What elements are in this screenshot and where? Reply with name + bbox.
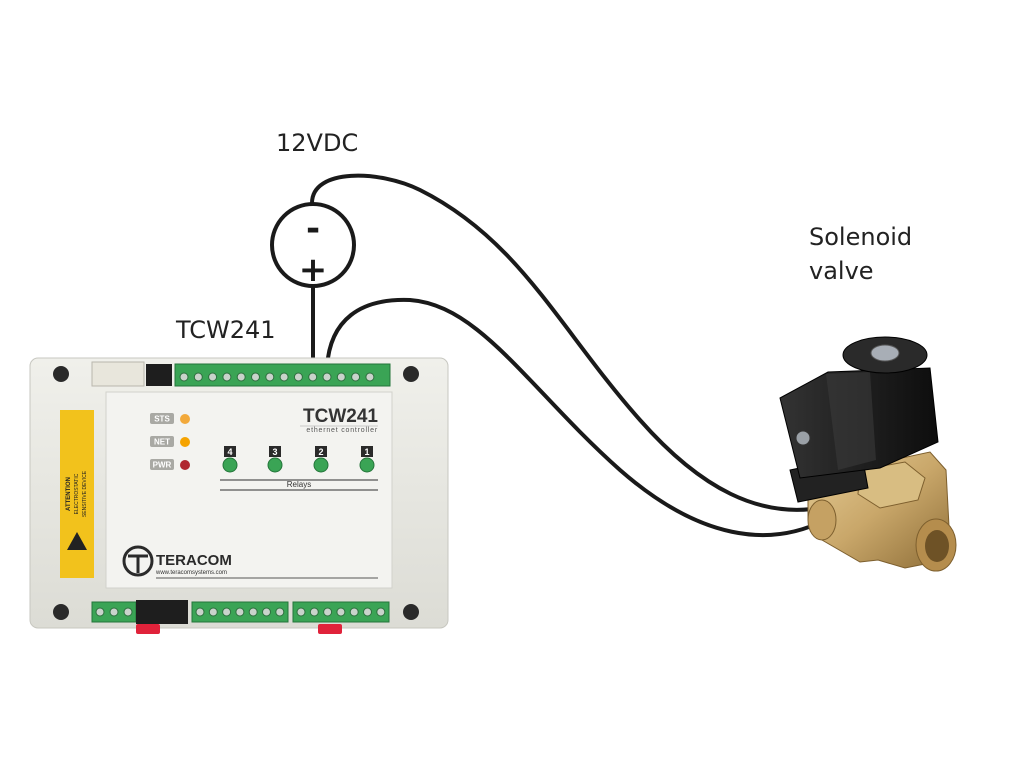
plus-sign: + (299, 250, 328, 290)
din-clip (136, 624, 160, 634)
relay-1-led (359, 457, 375, 473)
din-clip (318, 624, 342, 634)
valve-coil-screw (870, 344, 900, 362)
valve-connector-screw (795, 430, 811, 446)
relay-4: 4 (222, 446, 238, 473)
device-label: TCW241 (176, 316, 276, 344)
wire-positive (325, 297, 827, 537)
brand-website: www.teracomsystems.com (155, 570, 227, 576)
valve-hex-nut (857, 461, 926, 509)
mounting-hole (403, 366, 419, 382)
power-supply-symbol: - + (270, 202, 356, 290)
terminal-screw (308, 372, 318, 382)
terminal-screw (236, 372, 246, 382)
led-pwr-label: PWR (153, 461, 172, 470)
terminal-screw (293, 372, 303, 382)
controller-model: TCW241 (303, 406, 378, 427)
relays-label: Relays (287, 480, 311, 489)
relay-1: 1 (359, 446, 375, 473)
terminal-screw (123, 607, 133, 617)
terminal-screw (365, 372, 375, 382)
power-supply-circle (270, 202, 356, 288)
terminal-screw (179, 372, 189, 382)
led-pwr-light (180, 460, 190, 470)
relay-3-led (267, 457, 283, 473)
terminal-screw (95, 607, 105, 617)
wire-negative (310, 173, 827, 512)
relay-2: 2 (313, 446, 329, 473)
terminal-screw (109, 607, 119, 617)
relay-2-led (313, 457, 329, 473)
relay-3: 3 (267, 446, 283, 473)
terminal-screw (208, 607, 218, 617)
terminal-screw (222, 372, 232, 382)
valve-inlet-port (807, 499, 837, 541)
mounting-hole (403, 604, 419, 620)
valve-label-line-2: valve (809, 257, 874, 285)
terminal-screw (351, 372, 361, 382)
terminal-screw (235, 607, 245, 617)
terminal-screw (363, 607, 372, 617)
terminal-screw (208, 372, 218, 382)
warning-line-2: ELECTROSTATIC (74, 473, 80, 514)
terminal-screw (336, 372, 346, 382)
led-net: NET (150, 436, 190, 447)
terminal-screw (275, 607, 285, 617)
tcw241-controller: ATTENTION ELECTROSTATIC SENSITIVE DEVICE… (29, 357, 449, 634)
terminal-screw (349, 607, 359, 617)
relay-2-number: 2 (318, 447, 323, 457)
led-sts-label: STS (154, 415, 170, 424)
minus-sign: - (306, 209, 320, 249)
valve-label-line-1: Solenoid (809, 223, 913, 251)
relay-3-number: 3 (272, 447, 277, 457)
terminal-screw (323, 607, 333, 617)
esd-warning-icon (67, 532, 87, 550)
terminal-screw (336, 607, 346, 617)
terminal-screw (322, 372, 332, 382)
power-supply-label: 12VDC (276, 129, 359, 157)
teracom-logo (122, 545, 154, 577)
led-net-light (180, 437, 190, 447)
warning-line-1: ATTENTION (66, 477, 72, 511)
terminal-screw (296, 607, 306, 617)
terminal-screw (248, 607, 258, 617)
relay-4-number: 4 (227, 447, 232, 457)
relay-4-led (222, 457, 238, 473)
wires (310, 173, 827, 537)
terminal-screw (222, 607, 232, 617)
terminal-screw (195, 607, 205, 617)
terminal-screw (309, 607, 319, 617)
brand-name: TERACOM (156, 552, 232, 569)
terminal-screw (265, 372, 275, 382)
ethernet-port (91, 361, 145, 387)
warning-line-3: SENSITIVE DEVICE (82, 470, 88, 517)
controller-subtitle: ethernet controller (306, 427, 378, 434)
led-net-label: NET (154, 438, 170, 447)
led-sts-light (180, 414, 190, 424)
led-sts: STS (150, 413, 190, 424)
terminal-screw (279, 372, 289, 382)
mounting-hole (53, 366, 69, 382)
terminal-screw (251, 372, 260, 382)
terminal-screw (193, 372, 203, 382)
bottom-connector-black (136, 600, 188, 624)
power-jack (146, 364, 172, 386)
led-pwr: PWR (150, 459, 190, 470)
mounting-hole (53, 604, 69, 620)
terminal-screw (262, 607, 271, 617)
solenoid-valve (779, 336, 957, 572)
terminal-screw (376, 607, 386, 617)
relay-1-number: 1 (364, 447, 369, 457)
valve-label: Solenoid valve (809, 220, 949, 288)
